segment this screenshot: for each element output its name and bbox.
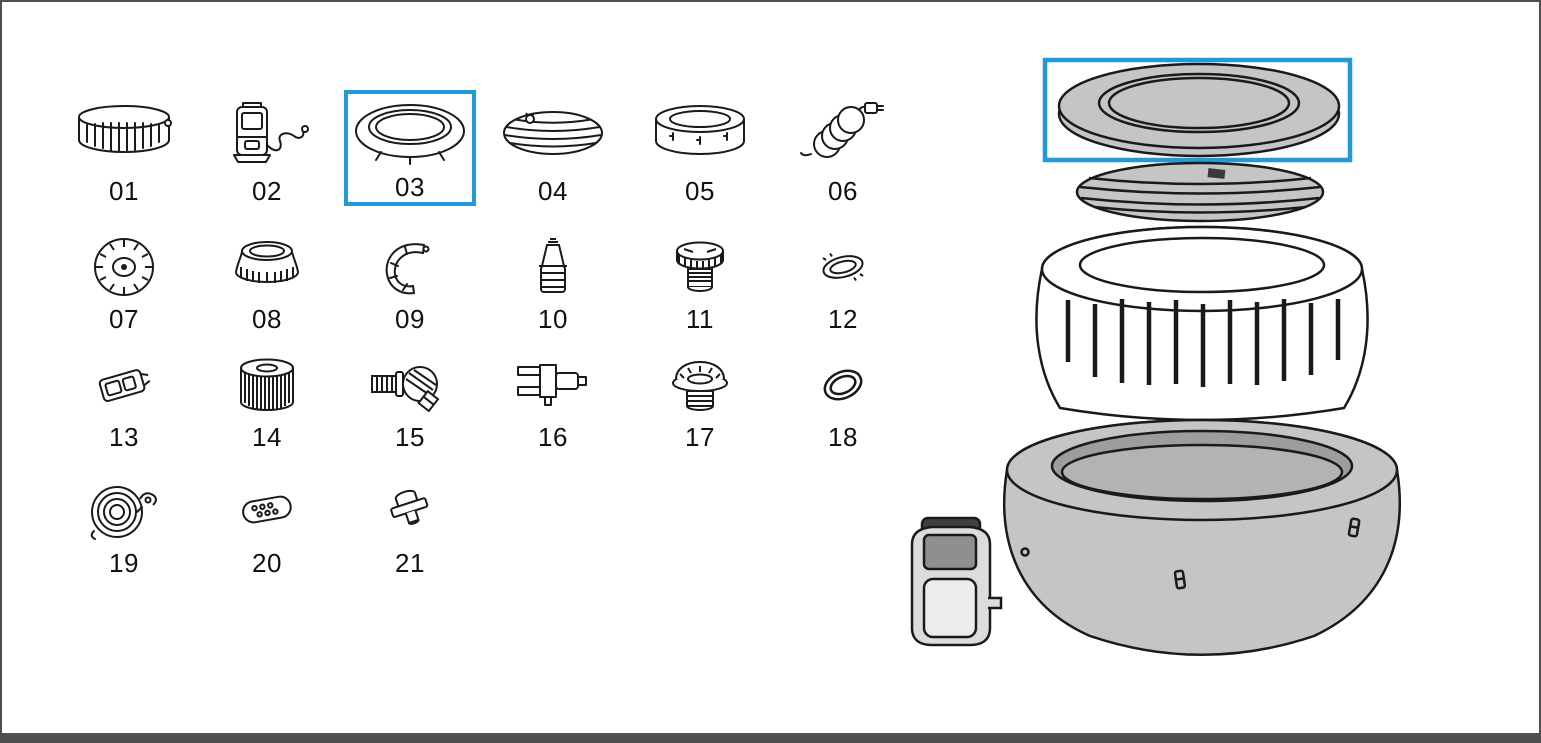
part-number: 14: [252, 422, 282, 452]
part-item-11[interactable]: 11: [634, 230, 766, 334]
part-item-19[interactable]: 19: [58, 472, 190, 578]
part-number: 10: [538, 304, 568, 334]
part-item-15[interactable]: 15: [344, 348, 476, 452]
part-item-09[interactable]: 09: [344, 230, 476, 334]
o-ring-icon: [777, 348, 909, 422]
part-number: 01: [109, 176, 139, 206]
part-number: 03: [395, 172, 425, 202]
part-number: 06: [828, 176, 858, 206]
threaded-collar-icon: [201, 230, 333, 304]
part-number: 11: [686, 304, 714, 334]
part-item-17[interactable]: 17: [634, 348, 766, 452]
part-number: 04: [538, 176, 568, 206]
air-valve-icon: [487, 230, 619, 304]
part-item-04[interactable]: 04: [487, 90, 619, 206]
lid-cover-icon: [348, 94, 472, 172]
part-item-06[interactable]: 06: [777, 90, 909, 206]
part-number: 13: [109, 422, 139, 452]
part-number: 20: [252, 548, 282, 578]
elbow-strainer-icon: [344, 348, 476, 422]
threaded-fitting-icon: [634, 230, 766, 304]
part-number: 02: [252, 176, 282, 206]
part-item-07[interactable]: 07: [58, 230, 190, 334]
filter-cap-icon: [58, 230, 190, 304]
spa-tub-ring: [1035, 225, 1369, 422]
part-item-01[interactable]: 01: [58, 90, 190, 206]
part-item-20[interactable]: 20: [201, 472, 333, 578]
part-item-02[interactable]: 02: [201, 90, 333, 206]
spa-tub-base: [1003, 418, 1401, 656]
exploded-view-illustration: [910, 57, 1401, 656]
spa-cover-lid: [1057, 62, 1341, 158]
part-item-10[interactable]: 10: [487, 230, 619, 334]
wrench-tool-icon: [487, 348, 619, 422]
jet-fitting-icon: [634, 348, 766, 422]
part-item-21[interactable]: 21: [344, 472, 476, 578]
part-item-13[interactable]: 13: [58, 348, 190, 452]
part-number: 07: [109, 304, 139, 334]
coiled-strap-icon: [58, 472, 190, 548]
drain-valve-icon: [344, 472, 476, 548]
spa-pump-unit: [910, 516, 1003, 647]
part-number: 12: [828, 304, 858, 334]
part-number: 19: [109, 548, 139, 578]
spa-inflatable-bladder: [1075, 161, 1325, 223]
inflatable-lid-bag-icon: [58, 90, 190, 176]
ribbed-ring-icon: [777, 230, 909, 304]
part-number: 21: [395, 548, 425, 578]
bottom-bar: [2, 733, 1539, 741]
buckle-clip-icon: [58, 348, 190, 422]
clamp-icon: [344, 230, 476, 304]
part-item-05[interactable]: 05: [634, 90, 766, 206]
part-number: 15: [395, 422, 425, 452]
part-number: 18: [828, 422, 858, 452]
part-number: 17: [685, 422, 715, 452]
part-number: 08: [252, 304, 282, 334]
part-number: 09: [395, 304, 425, 334]
part-item-12[interactable]: 12: [777, 230, 909, 334]
part-number: 16: [538, 422, 568, 452]
filter-cartridge-icon: [201, 348, 333, 422]
remote-control-icon: [201, 472, 333, 548]
tub-ring-icon: [634, 90, 766, 176]
part-item-16[interactable]: 16: [487, 348, 619, 452]
part-number: 05: [685, 176, 715, 206]
part-item-14[interactable]: 14: [201, 348, 333, 452]
part-item-08[interactable]: 08: [201, 230, 333, 334]
selection-highlight-box: [1042, 57, 1353, 163]
part-item-18[interactable]: 18: [777, 348, 909, 452]
part-item-03[interactable]: 03: [344, 90, 476, 206]
power-cord-icon: [777, 90, 909, 176]
pump-unit-icon: [201, 90, 333, 176]
inflatable-bladder-icon: [487, 90, 619, 176]
